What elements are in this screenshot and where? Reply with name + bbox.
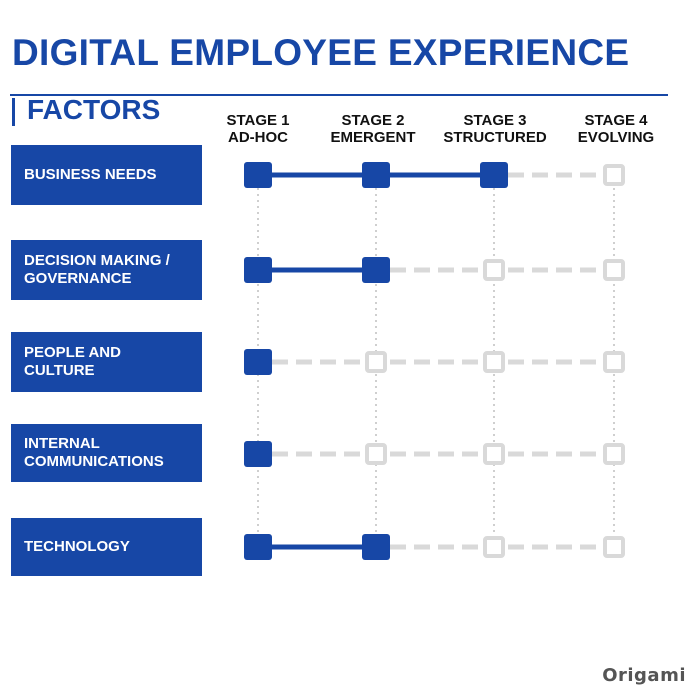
stage-name: EMERGENT: [330, 129, 416, 146]
stage-marker-active: [244, 349, 272, 375]
stage-header-2: STAGE 2 EMERGENT: [313, 112, 433, 146]
stage-name: STRUCTURED: [443, 129, 547, 146]
factor-label: BUSINESS NEEDS: [24, 166, 157, 183]
stage-marker-active: [480, 162, 508, 188]
stage-marker-inactive: [365, 351, 387, 373]
stage-marker-inactive: [483, 351, 505, 373]
stage-header-1: STAGE 1 AD-HOC: [198, 112, 318, 146]
factors-accent-bar: [12, 98, 15, 126]
title-divider: [10, 94, 668, 96]
stage-marker-active: [244, 441, 272, 467]
factor-label: DECISION MAKING / GOVERNANCE: [24, 252, 170, 287]
stage-marker-inactive: [603, 164, 625, 186]
stage-name: AD-HOC: [228, 129, 288, 146]
factor-label: INTERNAL COMMUNICATIONS: [24, 435, 164, 470]
factor-technology: TECHNOLOGY: [11, 518, 202, 576]
stage-marker-active: [362, 257, 390, 283]
stage-number: STAGE 2: [341, 112, 405, 129]
stage-number: STAGE 1: [226, 112, 290, 129]
stage-marker-inactive: [483, 443, 505, 465]
stage-marker-active: [244, 257, 272, 283]
stage-header-4: STAGE 4 EVOLVING: [556, 112, 676, 146]
factors-heading: FACTORS: [27, 94, 161, 125]
page-title: DIGITAL EMPLOYEE EXPERIENCE: [12, 32, 630, 73]
factor-decision-making: DECISION MAKING / GOVERNANCE: [11, 240, 202, 300]
origami-logo: Origami: [602, 665, 686, 686]
stage-name: EVOLVING: [577, 129, 655, 146]
factor-label: PEOPLE AND CULTURE: [24, 344, 121, 379]
stage-marker-inactive: [365, 443, 387, 465]
stage-header-3: STAGE 3 STRUCTURED: [435, 112, 555, 146]
stage-marker-inactive: [603, 351, 625, 373]
stage-marker-inactive: [483, 536, 505, 558]
stage-marker-active: [362, 162, 390, 188]
factor-business-needs: BUSINESS NEEDS: [11, 145, 202, 205]
stage-marker-active: [362, 534, 390, 560]
factor-people-culture: PEOPLE AND CULTURE: [11, 332, 202, 392]
stage-marker-inactive: [603, 259, 625, 281]
factor-internal-communications: INTERNAL COMMUNICATIONS: [11, 424, 202, 482]
stage-number: STAGE 3: [463, 112, 527, 129]
stage-marker-inactive: [603, 536, 625, 558]
stage-marker-active: [244, 162, 272, 188]
stage-number: STAGE 4: [584, 112, 648, 129]
factor-label: TECHNOLOGY: [24, 538, 130, 555]
stage-marker-inactive: [603, 443, 625, 465]
stage-marker-active: [244, 534, 272, 560]
stage-marker-inactive: [483, 259, 505, 281]
